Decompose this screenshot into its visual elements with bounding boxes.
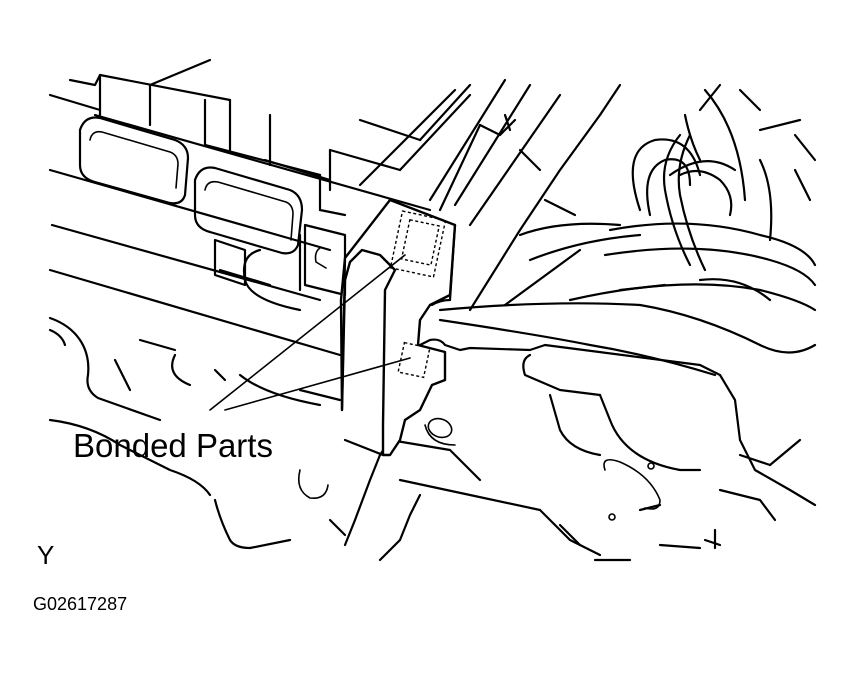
bonded-patch-lower xyxy=(398,343,430,378)
bonded-patch-upper xyxy=(390,211,445,277)
callout-label: Bonded Parts xyxy=(73,427,273,464)
chassis-floor xyxy=(50,318,815,560)
wire-harness xyxy=(440,135,815,375)
bracket xyxy=(341,200,455,455)
view-label: Y xyxy=(37,540,54,570)
body-panel xyxy=(360,80,815,310)
figure-code: G02617287 xyxy=(33,594,127,614)
relay-block xyxy=(50,60,430,355)
callout-leaders xyxy=(210,255,410,410)
